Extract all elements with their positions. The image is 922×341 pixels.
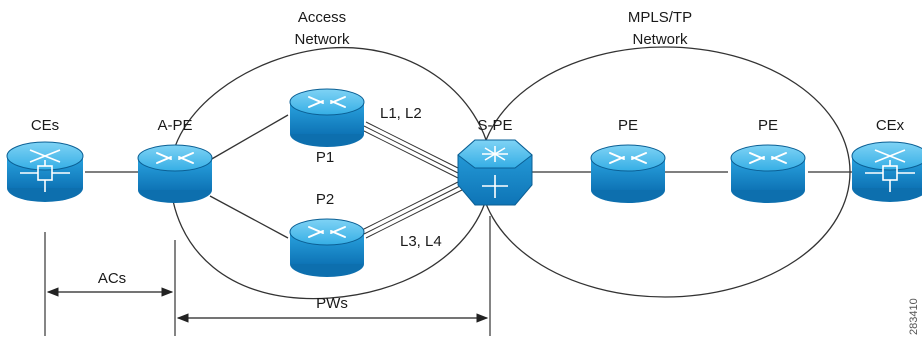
mpls-network-label-line2: Network bbox=[632, 31, 688, 48]
pws-label: PWs bbox=[316, 295, 348, 312]
link-ape-p1 bbox=[209, 114, 289, 161]
link-p1-spe-bundle bbox=[361, 121, 463, 179]
acs-label: ACs bbox=[98, 270, 126, 287]
ces-device-icon bbox=[6, 141, 84, 202]
span-markers bbox=[44, 216, 491, 336]
links bbox=[85, 114, 852, 239]
p1-router-icon bbox=[289, 88, 365, 147]
pe-2-router-icon bbox=[730, 144, 806, 203]
node-label-p2: P2 bbox=[316, 191, 334, 208]
figure-id: 283410 bbox=[908, 298, 920, 335]
link-p2-spe-bundle bbox=[361, 181, 463, 239]
node-label-pe-2: PE bbox=[758, 117, 778, 134]
routers bbox=[137, 88, 806, 277]
node-label-ces: CEs bbox=[31, 117, 59, 134]
link-label-l1-l2: L1, L2 bbox=[380, 105, 422, 122]
node-label-pe-1: PE bbox=[618, 117, 638, 134]
p2-router-icon bbox=[289, 218, 365, 277]
mpls-network-label-line1: MPLS/TP bbox=[628, 9, 692, 26]
cex-device-icon bbox=[851, 141, 922, 202]
node-label-cex: CEx bbox=[876, 117, 905, 134]
pe-1-router-icon bbox=[590, 144, 666, 203]
ape-router-icon bbox=[137, 144, 213, 203]
node-label-p1: P1 bbox=[316, 149, 334, 166]
node-label-ape: A-PE bbox=[157, 117, 192, 134]
link-label-l3-l4: L3, L4 bbox=[400, 233, 442, 250]
spe-switch-icon bbox=[457, 139, 533, 206]
node-label-spe: S-PE bbox=[477, 117, 512, 134]
access-network-label-line1: Access bbox=[298, 9, 346, 26]
access-network-label-line2: Network bbox=[294, 31, 350, 48]
link-ape-p2 bbox=[209, 195, 289, 239]
